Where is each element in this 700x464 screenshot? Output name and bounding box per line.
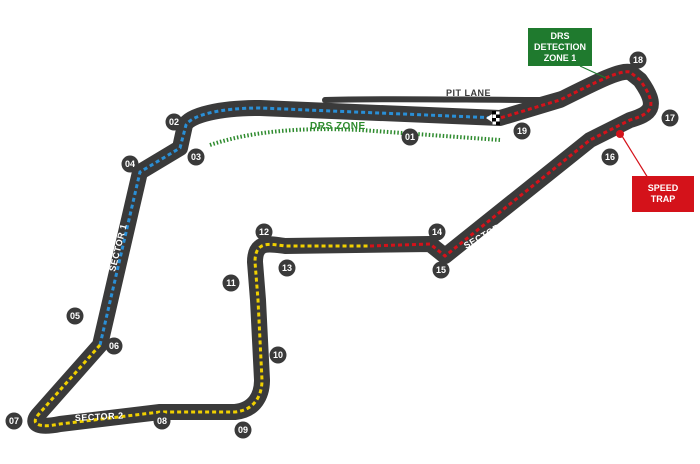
turn-number: 14	[432, 227, 442, 237]
turn-badge-circle	[5, 412, 23, 430]
speed-trap-line1: SPEED	[647, 183, 679, 193]
turn-number: 12	[259, 227, 269, 237]
turn-badge-circle	[105, 337, 123, 355]
turn-badge-05: 05	[66, 307, 84, 325]
turn-badge-circle	[153, 412, 171, 430]
turn-number: 10	[273, 350, 283, 360]
turn-number: 08	[157, 416, 167, 426]
turn-number: 19	[517, 126, 527, 136]
drs-detection-callout: DRS DETECTION ZONE 1	[528, 28, 592, 66]
turn-badge-01: 01	[401, 128, 419, 146]
drs-detection-line3: ZONE 1	[543, 52, 577, 63]
turn-badge-circle	[601, 148, 619, 166]
turn-badge-circle	[432, 261, 450, 279]
sector-3-line	[369, 70, 653, 258]
drs-zone-label: DRS ZONE	[310, 121, 366, 132]
turn-number: 11	[226, 278, 236, 288]
turn-badge-circle	[222, 274, 240, 292]
turn-badge-12: 12	[255, 223, 273, 241]
speed-trap-callout: SPEED TRAP	[632, 176, 694, 212]
turn-badge-02: 02	[165, 113, 183, 131]
turn-badge-09: 09	[234, 421, 252, 439]
turn-badge-07: 07	[5, 412, 23, 430]
turn-number: 13	[282, 263, 292, 273]
turn-badge-circle	[165, 113, 183, 131]
turn-number: 15	[436, 265, 446, 275]
turn-badge-11: 11	[222, 274, 240, 292]
turn-badge-04: 04	[121, 155, 139, 173]
turn-number: 18	[633, 55, 643, 65]
turn-badge-18: 18	[629, 51, 647, 69]
turn-number: 04	[125, 159, 135, 169]
turn-badge-19: 19	[513, 122, 531, 140]
turn-badge-06: 06	[105, 337, 123, 355]
turn-badge-13: 13	[278, 259, 296, 277]
turn-badge-circle	[121, 155, 139, 173]
sector-1-line	[98, 106, 499, 346]
drs-detection-line2: DETECTION	[533, 41, 586, 52]
turn-badge-14: 14	[428, 223, 446, 241]
turn-badge-17: 17	[661, 109, 679, 127]
turn-badge-circle	[66, 307, 84, 325]
drs-detection-leader	[579, 65, 607, 79]
speed-trap-leader	[621, 135, 649, 179]
turn-badge-08: 08	[153, 412, 171, 430]
turn-number: 01	[405, 132, 415, 142]
turn-badge-15: 15	[432, 261, 450, 279]
pit-lane	[322, 77, 613, 104]
turn-badge-03: 03	[187, 148, 205, 166]
turn-badge-circle	[513, 122, 531, 140]
turn-badge-circle	[661, 109, 679, 127]
turn-badge-circle	[187, 148, 205, 166]
start-finish-flag	[491, 110, 501, 126]
turn-badge-circle	[234, 421, 252, 439]
drs-detection-line1: DRS	[550, 30, 570, 41]
turn-badge-circle	[269, 346, 287, 364]
sector-2-line	[33, 242, 370, 428]
turn-number: 17	[665, 113, 675, 123]
turn-badge-16: 16	[601, 148, 619, 166]
speed-trap-line2: TRAP	[650, 194, 676, 204]
turn-badge-circle	[278, 259, 296, 277]
turn-badge-10: 10	[269, 346, 287, 364]
turn-badge-circle	[255, 223, 273, 241]
turn-badge-circle	[629, 51, 647, 69]
pit-lane-label: PIT LANE	[446, 88, 491, 98]
drs-zone-line	[209, 127, 501, 147]
turn-badge-circle	[428, 223, 446, 241]
turn-number: 09	[238, 425, 248, 435]
turn-number: 07	[9, 416, 19, 426]
turn-number: 05	[70, 311, 80, 321]
turn-number: 16	[605, 152, 615, 162]
turn-badge-circle	[401, 128, 419, 146]
sector-2-label: SECTOR 2	[75, 410, 124, 423]
turn-number: 03	[191, 152, 201, 162]
turn-number: 06	[109, 341, 119, 351]
turn-number: 02	[169, 117, 179, 127]
direction-arrow	[486, 114, 492, 122]
